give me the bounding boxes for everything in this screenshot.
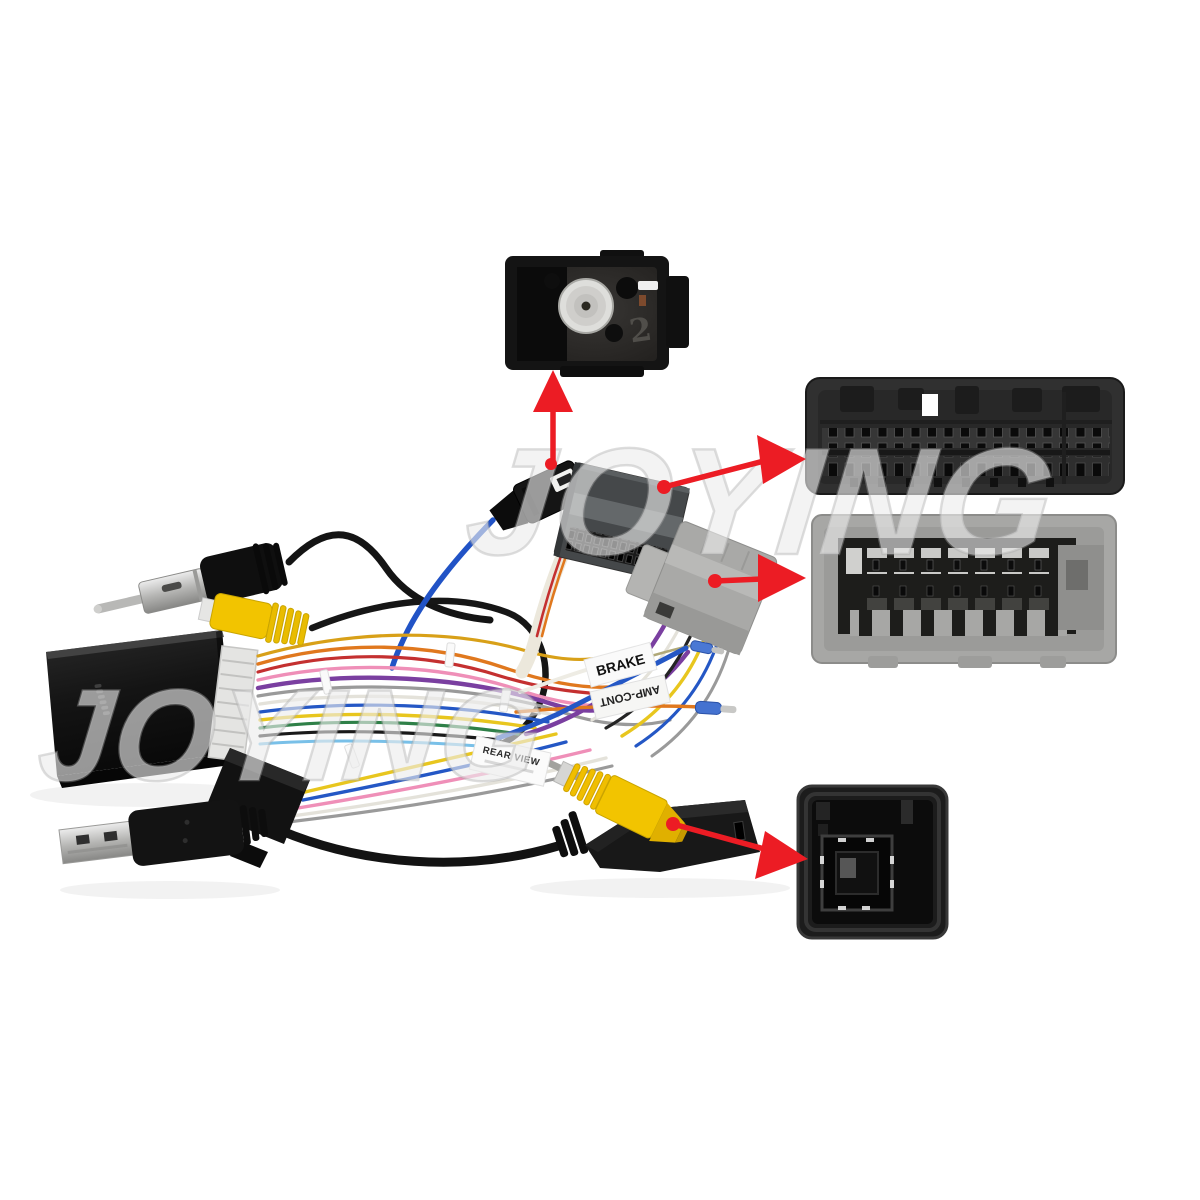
quadlock-connector-gray-photo [811, 514, 1117, 668]
box-main-connector-white [207, 645, 259, 763]
rca-plug-rear-view [553, 760, 689, 843]
plug-light-gray [625, 521, 778, 656]
arrow-to-camera-socket [666, 817, 808, 879]
antenna-socket-barrel [558, 278, 614, 334]
arrow-right-head-3 [755, 831, 808, 879]
usb-plug [58, 798, 268, 866]
brake-label: BRAKE [583, 641, 658, 688]
rca-plug-box [197, 593, 310, 646]
arrow-to-black-quadlock [657, 435, 806, 494]
photo-shadows [30, 783, 790, 899]
arrow-right-head-2 [758, 554, 806, 602]
quadlock-black-lower-slots [850, 478, 1054, 487]
rear-view-label: REAR VIEW [468, 735, 552, 787]
box-vent-holes [94, 683, 110, 716]
harness: REAR VIEW BRAKE AMP-CONT [46, 460, 778, 872]
camera-socket-contacts [820, 838, 894, 910]
arrow-up-head [533, 370, 573, 412]
amp-cont-label: AMP-CONT [589, 674, 671, 720]
wire-loom [255, 517, 730, 867]
camera-socket-photo [796, 784, 949, 940]
cable-ties [319, 642, 512, 769]
crimp-terminals [690, 640, 737, 715]
antenna-socket-photo: 2 [505, 250, 689, 377]
arrow-right-head-1 [757, 435, 806, 484]
socket-pin [639, 295, 646, 306]
arrow-to-antenna-socket [533, 370, 573, 470]
usb-cable [261, 819, 563, 867]
socket-key-slot [638, 281, 658, 290]
quadlock-connector-black-photo [805, 377, 1125, 495]
arrow-to-gray-quadlock [708, 554, 806, 602]
antenna-cable [285, 531, 494, 624]
camera-cable [308, 597, 549, 749]
socket-molded-number: 2 [627, 310, 654, 351]
antenna-plug [93, 542, 288, 614]
